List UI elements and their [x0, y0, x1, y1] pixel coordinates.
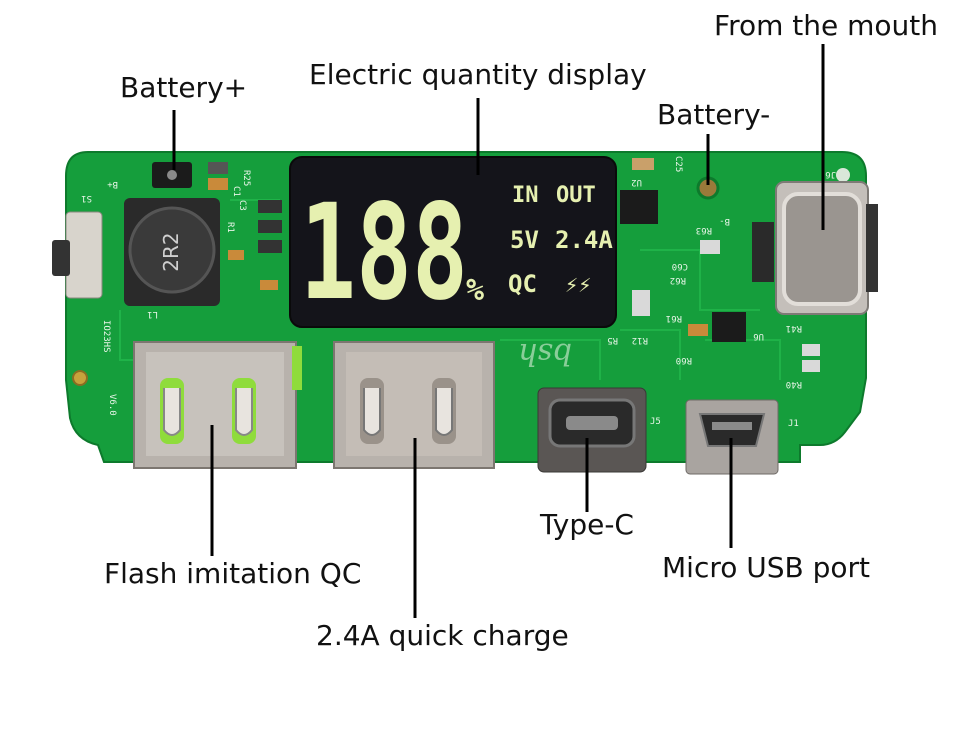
lcd-digits: 188: [300, 176, 468, 330]
lcd-out: OUT: [556, 183, 596, 208]
b-minus-mark: B-: [719, 216, 730, 226]
connector-j1: J1: [788, 419, 799, 429]
version-mark: V6.0: [107, 394, 117, 416]
label-flash-imitation-qc: Flash imitation QC: [104, 557, 362, 590]
label-2-4a-quick-charge: 2.4A quick charge: [316, 619, 569, 652]
lcd-5v: 5V: [510, 226, 539, 254]
micro-usb-port: [685, 399, 779, 475]
ref-c1: C1: [231, 186, 241, 197]
leader-lines: [172, 44, 825, 618]
ref-r40: R40: [786, 379, 802, 389]
lcd-display: [289, 156, 617, 328]
side-switch: [65, 211, 103, 299]
mounting-hole: [72, 370, 88, 386]
smd-components: [208, 158, 820, 372]
inductor-marking: 2R2: [159, 232, 183, 271]
ref-u6: U6: [753, 331, 764, 341]
ref-r5: R5: [607, 335, 618, 345]
b-plus-mark: B+: [107, 179, 118, 189]
logo-mark: bsh: [518, 336, 572, 371]
mounting-hole: [836, 168, 850, 182]
type-c-input-port: [775, 181, 878, 315]
label-electric-quantity-display: Electric quantity display: [309, 58, 647, 91]
connector-j6: J6: [825, 169, 836, 179]
ref-c25: C25: [673, 156, 683, 172]
usb-a-port-qc: [133, 341, 302, 469]
lcd-bolts-icon: ⚡⚡: [565, 273, 592, 298]
switch-s1: S1: [81, 193, 92, 203]
label-battery-minus: Battery-: [657, 98, 771, 131]
label-from-the-mouth: From the mouth: [714, 9, 938, 42]
ref-r41: R41: [786, 323, 802, 333]
model-code: IO23HS: [101, 320, 111, 353]
usb-a-port-2-4a: [333, 341, 495, 469]
connector-j5: J5: [650, 417, 661, 427]
ref-r60: R60: [676, 355, 692, 365]
label-battery-plus: Battery+: [120, 71, 248, 104]
lcd-2-4a: 2.4A: [555, 226, 613, 254]
label-type-c: Type-C: [540, 508, 634, 541]
ref-r63: R63: [696, 225, 712, 235]
lcd-in: IN: [512, 183, 539, 208]
ref-r12: R12: [632, 335, 648, 345]
ref-r62: R62: [670, 275, 686, 285]
label-micro-usb-port: Micro USB port: [662, 551, 871, 584]
ref-c3: C3: [237, 200, 247, 211]
ref-r1: R1: [225, 222, 235, 233]
lcd-percent: %: [466, 273, 484, 308]
ref-u2: U2: [631, 177, 642, 187]
ref-c60: C60: [672, 261, 688, 271]
lcd-qc: QC: [508, 270, 537, 298]
ref-r61: R61: [666, 313, 682, 323]
inductor-l1: L1: [147, 309, 158, 319]
type-c-port: [537, 387, 647, 473]
ref-r25: R25: [241, 170, 251, 186]
